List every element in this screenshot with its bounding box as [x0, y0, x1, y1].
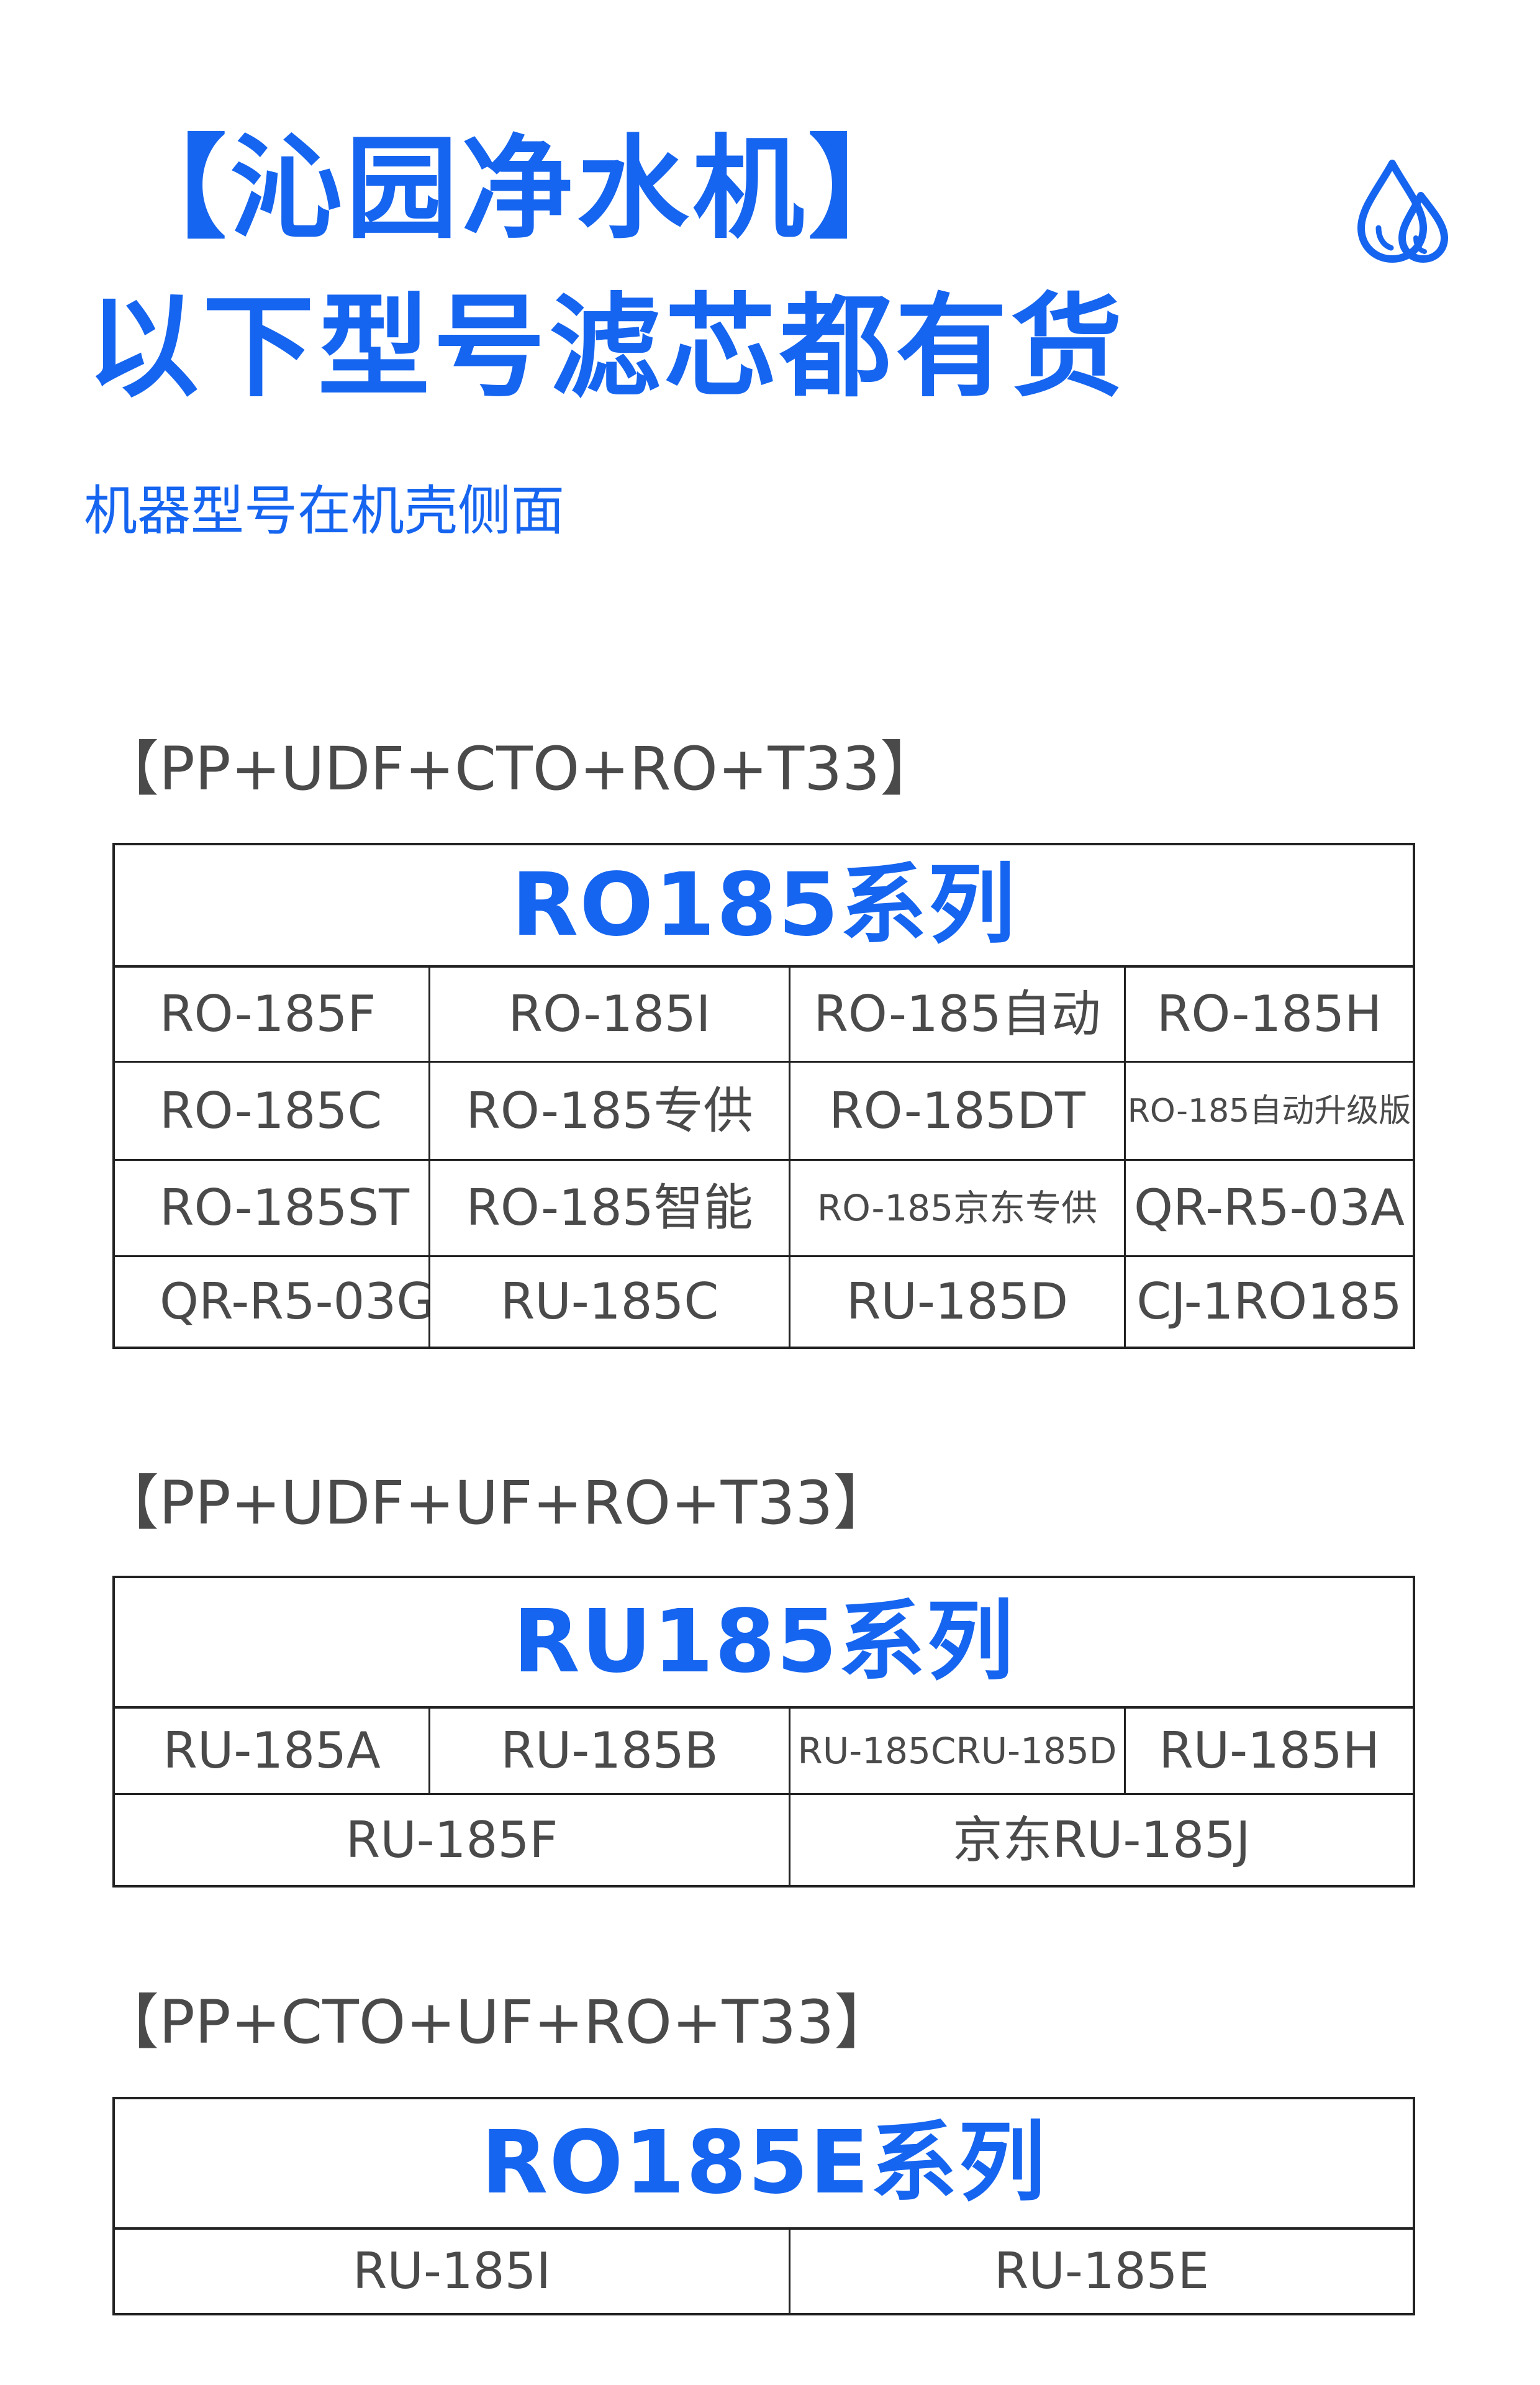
table-header: RO185系列 [115, 845, 1413, 968]
section-label-ro185e: 【PP+CTO+UF+RO+T33】 [99, 1988, 894, 2057]
table-row: RU-185I RU-185E [115, 2230, 1413, 2313]
page-subtitle: 机器型号在机壳侧面 [84, 480, 564, 542]
section-label-ro185: 【PP+UDF+CTO+RO+T33】 [99, 734, 940, 804]
model-cell: RO-185智能 [428, 1161, 789, 1255]
table-ro185-series: RO185系列 RO-185F RO-185I RO-185自动 RO-185H… [112, 843, 1415, 1349]
table-row: RO-185ST RO-185智能 RO-185京东专供 QR-R5-03A [115, 1159, 1413, 1255]
model-cell: RO-185C [160, 1081, 383, 1140]
model-cell: RO-185京东专供 [789, 1161, 1124, 1255]
series-title: RO185系列 [511, 854, 1017, 956]
model-cell: RO-185自动升级版 [1124, 1063, 1413, 1159]
page-title-brand: 【沁园净水机】 [115, 124, 924, 254]
model-cell: RO-185H [1124, 968, 1413, 1061]
table-ro185e-series: RO185E系列 RU-185I RU-185E [112, 2097, 1415, 2315]
table-ru185-series: RU185系列 RU-185A RU-185B RU-185CRU-185D R… [112, 1576, 1415, 1888]
table-row: QR-R5-03G RU-185C RU-185D CJ-1RO185 [115, 1255, 1413, 1347]
model-cell: RO-185ST [160, 1179, 409, 1237]
model-cell: 京东RU-185J [789, 1795, 1413, 1885]
model-cell: RO-185DT [789, 1063, 1124, 1159]
page-title-stock: 以下型号滤芯都有货 [87, 283, 1127, 412]
model-cell: RU-185H [1124, 1709, 1413, 1793]
model-cell: RU-185I [352, 2242, 551, 2300]
series-title: RO185E系列 [481, 2112, 1047, 2214]
table-row: RU-185A RU-185B RU-185CRU-185D RU-185H [115, 1709, 1413, 1793]
model-cell: RU-185A [163, 1722, 381, 1779]
table-header: RU185系列 [115, 1578, 1413, 1709]
model-cell: RU-185F [345, 1810, 558, 1869]
table-header: RO185E系列 [115, 2099, 1413, 2230]
table-row: RO-185F RO-185I RO-185自动 RO-185H [115, 968, 1413, 1061]
model-cell: RU-185D [789, 1257, 1124, 1347]
model-cell: RU-185C [428, 1257, 789, 1347]
model-cell: QR-R5-03G [160, 1273, 428, 1330]
table-row: RO-185C RO-185专供 RO-185DT RO-185自动升级版 [115, 1061, 1413, 1159]
model-cell: RO-185I [428, 968, 789, 1061]
series-title: RU185系列 [513, 1591, 1015, 1692]
model-cell: RU-185B [428, 1709, 789, 1793]
table-row: RU-185F 京东RU-185J [115, 1793, 1413, 1885]
model-cell: RO-185自动 [789, 968, 1124, 1061]
model-cell: RU-185CRU-185D [789, 1709, 1124, 1793]
model-cell: RO-185F [160, 985, 376, 1043]
model-cell: QR-R5-03A [1124, 1161, 1413, 1255]
model-cell: RO-185专供 [428, 1063, 789, 1159]
section-label-ru185: 【PP+UDF+UF+RO+T33】 [99, 1468, 893, 1538]
model-cell: RU-185E [789, 2230, 1413, 2313]
model-cell: CJ-1RO185 [1124, 1257, 1413, 1347]
water-drops-icon [1357, 160, 1448, 263]
